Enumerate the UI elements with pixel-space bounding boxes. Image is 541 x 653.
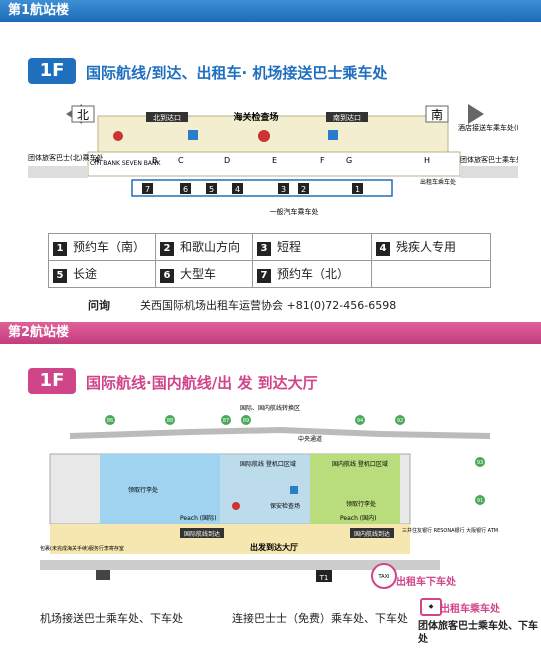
t2-taxi-stop: 出租车下车处 (396, 577, 456, 588)
t2-transfer-area: 国际、国内航线转换区 (240, 404, 300, 412)
t1-inquiry-text: 关西国际机场出租车运营协会 +81(0)72-456-6598 (140, 299, 397, 312)
t2-baggage-claim: 领取行李处 (128, 486, 158, 494)
taxi-icon: ◆ (420, 598, 442, 616)
t1-north-arrow: 北 (66, 104, 95, 124)
stall-number: 3 (281, 185, 286, 194)
info-icon (258, 130, 270, 142)
t2-intl-waiting: 国际航线 登机口区域 (240, 460, 296, 468)
gate-letter: F (320, 156, 325, 165)
t1-hotel-bus: 酒店接送车乘车处(B12) (458, 123, 518, 132)
airport-bus-icon (96, 570, 110, 580)
question-icon (232, 502, 240, 510)
t2-baggage-claim-right: 领取行李处 (346, 500, 376, 508)
t2-section-header: 第2航站楼 (0, 322, 541, 344)
t1-south-exit: 南到达口 (333, 113, 361, 122)
gate-letter: D (224, 156, 230, 165)
t2-peach-right: Peach (国内) (340, 514, 376, 522)
t2-group-bus: 团体旅客巴士乘车处、下车处 (418, 621, 538, 645)
t2-taxi-ride: 出租车乘车处 (440, 604, 500, 615)
t2-floor-title: 国际航线·国内航线/出 发 到达大厅 (86, 374, 318, 392)
gate-number: 93 (477, 460, 483, 466)
t1-floor-map: 北 南 北到达口 南到达口 海关检查场 CITI BANK SEVEN BANK… (28, 104, 518, 216)
t1-customs: 海关检查场 (233, 111, 278, 123)
gate-number: 91 (477, 498, 483, 504)
t1-floor-tag: 1F (28, 58, 76, 84)
t1-north-label: 北 (77, 108, 89, 122)
toilet-icon-2 (328, 130, 338, 140)
t2-dom-counter: 国内航线到达 (354, 530, 390, 538)
gate-letter: C (178, 156, 184, 165)
t1-group-bus-north: 团体旅客巴士(北)乘车处 (28, 153, 103, 162)
t1-general-car: 一般汽车乘车处 (270, 207, 319, 216)
t2-dom-waiting: 国内航线 登机口区域 (332, 460, 388, 468)
t1-north-exit: 北到达口 (153, 113, 181, 122)
toilet-icon (188, 130, 198, 140)
t1-taxi-lane (131, 179, 393, 197)
t2-dom-zone (310, 454, 400, 524)
t1-section-title: 第1航站楼 (8, 3, 70, 18)
stall-number: 1 (355, 185, 360, 194)
gate-number: 88 (167, 418, 173, 424)
t1-south-label: 南 (431, 107, 443, 122)
gate-number: 94 (357, 418, 363, 424)
t1-right-bus: 出租车乘车处 (420, 178, 456, 186)
t1-inquiry-label: 问询 (88, 299, 110, 312)
t2-intl-counter: 国际航线到达 (184, 530, 220, 538)
t2-gate-markers: 86 88 87 89 94 92 93 91 (105, 415, 485, 505)
t2-airport-bus: 机场接送巴士乘车处、下车处 (40, 612, 183, 625)
gate-number: 89 (243, 418, 249, 424)
t2-intl-zone (100, 454, 220, 524)
t2-section-title: 第2航站楼 (8, 325, 70, 340)
t2-group-left: 包裹(未完成海关手续)服务行李寄存室 (40, 545, 124, 552)
gate-letter: A (94, 156, 100, 165)
gate-letter: H (424, 156, 430, 165)
legend-item-empty (371, 260, 491, 288)
t2-floor-map: 国际、国内航线转换区 中央通道 86 88 87 89 94 92 93 91 … (40, 404, 498, 589)
t1-bank: CITI BANK SEVEN BANK (90, 160, 161, 167)
t1-stall-badges: 7 6 5 4 3 2 1 (142, 183, 363, 194)
t2-taxi-badge: TAXI (378, 574, 390, 580)
toilet-icon (290, 486, 298, 494)
t1-group-bus-south: 团体旅客巴士乘车处(南) (460, 155, 518, 164)
gate-number: 87 (223, 418, 229, 424)
gate-letter: E (272, 156, 277, 165)
t2-taxi-dropoff-badge (371, 563, 397, 589)
stall-number: 6 (183, 185, 188, 194)
t2-security: 保安检查场 (270, 502, 300, 510)
stall-number: 7 (145, 185, 150, 194)
question-icon (113, 131, 123, 141)
t2-floor-tag: 1F (28, 368, 76, 394)
t2-bus-label: T1 (319, 574, 329, 582)
t2-shop-right: 三井住友银行 RESONA银行 大阪银行 ATM (402, 527, 498, 534)
t2-central-passage: 中央通道 (298, 435, 322, 443)
t2-hall: 出发到达大厅 (250, 542, 298, 552)
t1-gate-letters: A B C D E F G H (94, 156, 430, 165)
stall-number: 2 (301, 185, 306, 194)
t2-peach-left: Peach (国际) (180, 514, 216, 522)
gate-letter: B (152, 156, 158, 165)
gate-number: 92 (397, 418, 403, 424)
gate-letter: G (346, 156, 352, 165)
t1-section-header: 第1航站楼 (0, 0, 541, 22)
t1-floor-title: 国际航线/到达、出租车· 机场接送巴士乘车处 (86, 64, 388, 82)
gate-number: 86 (107, 418, 113, 424)
t2-shuttle-bus: 连接巴士士（免费）乘车处、下车处 (232, 612, 408, 625)
stall-number: 4 (235, 185, 240, 194)
shuttle-bus-icon (316, 570, 332, 582)
t1-south-arrow: 南 (425, 104, 484, 124)
stall-number: 5 (209, 185, 214, 194)
